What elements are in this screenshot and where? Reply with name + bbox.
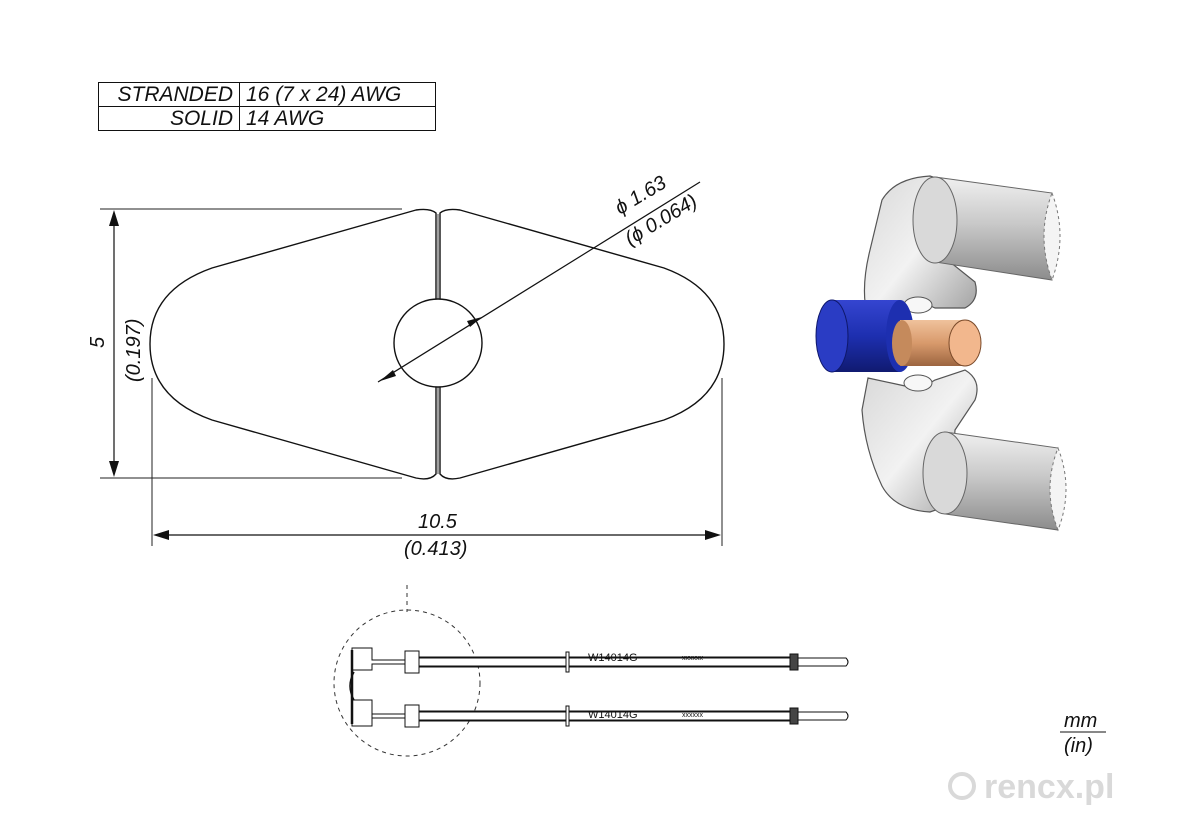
table-row: SOLID 14 AWG bbox=[98, 106, 436, 131]
wire-spec-table: STRANDED 16 (7 x 24) AWG SOLID 14 AWG bbox=[98, 82, 436, 131]
watermark: rencx.pl bbox=[948, 768, 1114, 806]
upper-tip-shaft bbox=[912, 176, 1061, 282]
height-in: (0.197) bbox=[123, 319, 145, 382]
tip-hole bbox=[393, 298, 483, 388]
tip-serial-lower: xxxxxx bbox=[682, 712, 704, 719]
tip-top-view bbox=[149, 208, 725, 480]
tip-marking-lower: W14014G bbox=[588, 709, 638, 721]
wire-conductor bbox=[892, 319, 982, 367]
wire-gauge-stranded: 16 (7 x 24) AWG bbox=[239, 82, 436, 107]
units-legend: mm (in) bbox=[1060, 710, 1106, 757]
tip-3d-illustration bbox=[815, 175, 1067, 532]
detail-circle bbox=[333, 609, 481, 757]
height-mm: 5 bbox=[87, 336, 109, 348]
watermark-logo-icon bbox=[948, 772, 976, 800]
lower-tip-shaft bbox=[922, 431, 1067, 532]
tip-serial-upper: xxxxxx bbox=[682, 655, 704, 662]
lower-shaft-side: W14014G xxxxxx bbox=[351, 699, 849, 728]
table-row: STRANDED 16 (7 x 24) AWG bbox=[98, 82, 436, 107]
height-dimension: 5 (0.197) bbox=[87, 208, 402, 479]
unit-secondary: (in) bbox=[1064, 735, 1093, 757]
unit-primary: mm bbox=[1064, 710, 1097, 732]
wire-type-stranded: STRANDED bbox=[98, 82, 240, 107]
width-mm: 10.5 bbox=[418, 511, 458, 533]
width-dimension: 10.5 (0.413) bbox=[151, 378, 723, 560]
tip-left-half bbox=[149, 208, 437, 480]
tip-side-view: W14014G xxxxxx W14014G xxxxxx bbox=[333, 585, 849, 757]
tip-marking-upper: W14014G bbox=[588, 652, 638, 664]
wire-gauge-solid: 14 AWG bbox=[239, 106, 436, 131]
width-in: (0.413) bbox=[404, 538, 467, 560]
tip-right-half bbox=[439, 208, 725, 480]
watermark-text: rencx.pl bbox=[984, 768, 1114, 806]
upper-shaft-side: W14014G xxxxxx bbox=[351, 647, 849, 674]
